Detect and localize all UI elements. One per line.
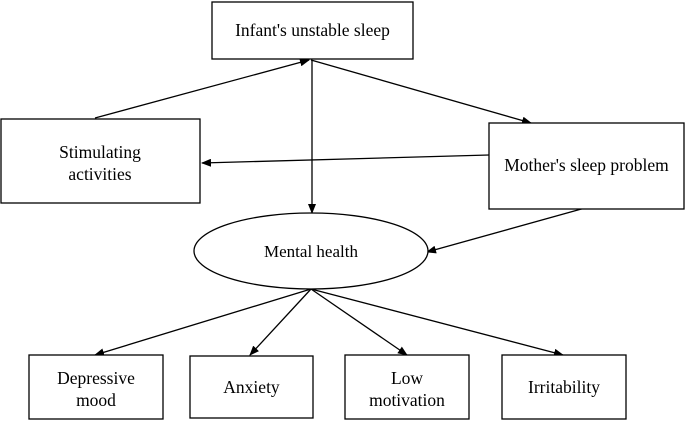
- node-irritability: Irritability: [501, 354, 627, 420]
- node-mother-sleep-problem: Mother's sleep problem: [488, 122, 685, 210]
- edge-mother-to-stimulating: [201, 154, 490, 167]
- node-stimulating-activities: Stimulating activities: [0, 118, 201, 204]
- node-mother-label-line-1: Mother's sleep problem: [504, 155, 669, 175]
- node-anxiety: Anxiety: [189, 355, 314, 419]
- edges: [94, 58, 586, 357]
- node-mental-label-line-1: Mental health: [264, 242, 358, 261]
- edge-mental-to-low: [310, 288, 408, 356]
- edge-mental-to-irritability: [310, 288, 564, 357]
- node-low-label-line-2: motivation: [369, 390, 445, 410]
- node-low-motivation: Low motivation: [344, 354, 470, 420]
- edge-stimulating-to-infant: [94, 58, 310, 119]
- node-infant-label-line-1: Infant's unstable sleep: [235, 20, 390, 40]
- edge-mental-to-anxiety: [249, 288, 312, 356]
- edge-mother-to-mental: [426, 207, 586, 254]
- node-depressive-mood: Depressive mood: [28, 354, 164, 420]
- node-stimulating-label-line-1: Stimulating: [59, 142, 141, 162]
- edge-infant-to-mother: [310, 59, 532, 125]
- node-low-label-line-1: Low: [391, 368, 423, 388]
- node-mental-health: Mental health: [193, 212, 429, 290]
- edge-mental-to-depressive: [94, 288, 312, 357]
- node-depressive-label-line-1: Depressive: [57, 368, 135, 388]
- node-irritability-label-line-1: Irritability: [528, 377, 600, 397]
- node-anxiety-label-line-1: Anxiety: [223, 377, 280, 397]
- node-depressive-label-line-2: mood: [76, 390, 116, 410]
- node-infant-unstable-sleep: Infant's unstable sleep: [211, 1, 414, 60]
- node-stimulating-label-line-2: activities: [68, 164, 131, 184]
